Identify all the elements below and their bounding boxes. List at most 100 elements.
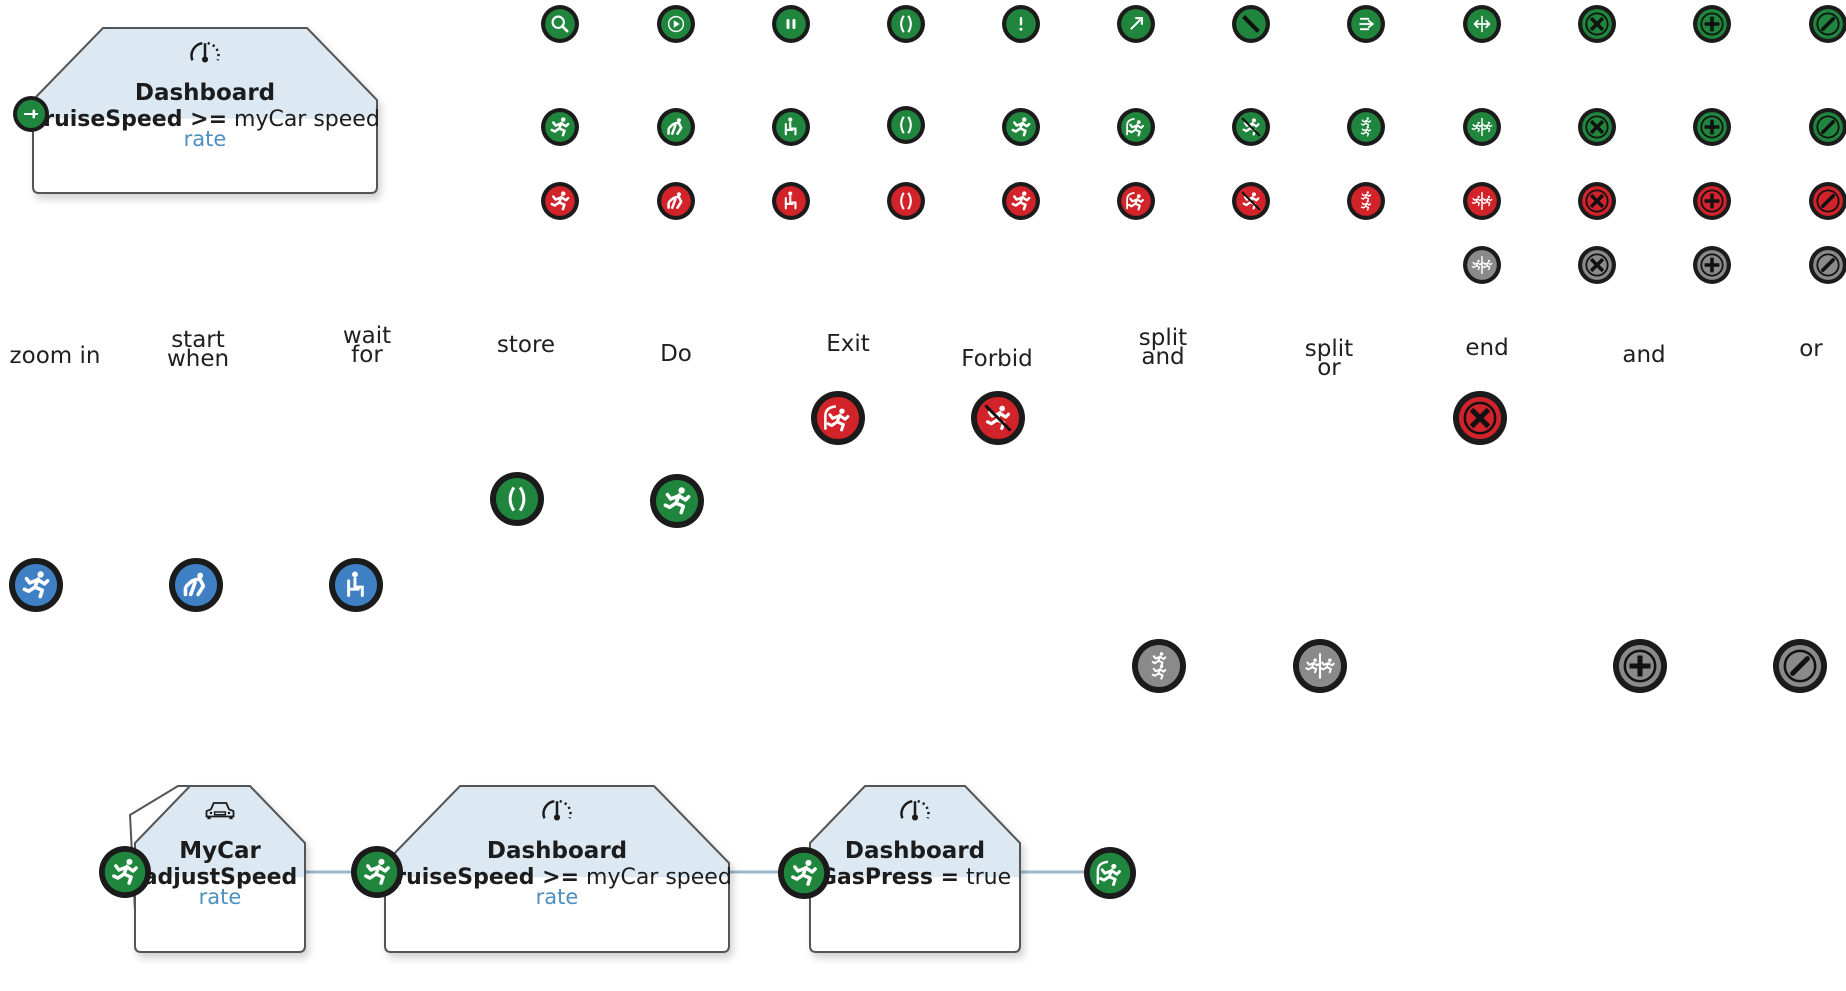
- alert-icon: [1019, 16, 1023, 31]
- grid-or-0-badge[interactable]: [1809, 5, 1846, 43]
- exit-runner-icon: [1126, 191, 1144, 211]
- grid-forbid-1-badge[interactable]: [1232, 108, 1270, 146]
- node-title: Dashboard: [135, 80, 275, 106]
- grid-start-when-2-badge[interactable]: [657, 182, 695, 220]
- grid-store-0-badge[interactable]: [887, 5, 925, 43]
- grid-end-0-badge[interactable]: [1578, 5, 1616, 43]
- plus-icon: [1700, 189, 1724, 213]
- grid-store-2-badge[interactable]: [887, 182, 925, 220]
- crouch-runner-icon: [183, 572, 206, 597]
- node-title: Dashboard: [487, 838, 627, 864]
- grid-forbid-0-badge[interactable]: [1232, 5, 1270, 43]
- large-forbid-badge[interactable]: [971, 391, 1025, 445]
- split-or-runners-icon: [1471, 118, 1493, 136]
- node-rate: rate: [184, 127, 227, 151]
- large-and-badge[interactable]: [1613, 639, 1667, 693]
- grid-wait-for-1-badge[interactable]: [772, 108, 810, 146]
- grid-exit-2-badge[interactable]: [1117, 182, 1155, 220]
- grid-or-2-badge[interactable]: [1809, 182, 1846, 220]
- grid-exit-0-badge[interactable]: [1117, 5, 1155, 43]
- double-arrow-icon: [1473, 15, 1491, 33]
- grid-or-3-badge[interactable]: [1809, 246, 1846, 284]
- grid-start-when-1-badge[interactable]: [657, 108, 695, 146]
- plus-icon: [1700, 115, 1724, 139]
- grid-end-3-badge[interactable]: [1578, 246, 1616, 284]
- grid-zoom-0-badge[interactable]: [541, 5, 579, 43]
- exit-runner-icon: [1126, 117, 1144, 137]
- cross-icon: [1585, 115, 1609, 139]
- grid-and-3-badge[interactable]: [1693, 246, 1731, 284]
- large-zoom-in-badge[interactable]: [9, 558, 63, 612]
- runner-icon: [112, 858, 138, 885]
- grid-forbid-2-badge[interactable]: [1232, 182, 1270, 220]
- grid-do-2-badge[interactable]: [1002, 182, 1040, 220]
- runner-icon: [663, 487, 691, 515]
- grid-split-or-3-badge[interactable]: [1463, 246, 1501, 284]
- grid-end-1-badge[interactable]: [1578, 108, 1616, 146]
- node-title: MyCar: [179, 838, 261, 864]
- large-end-badge[interactable]: [1453, 391, 1507, 445]
- grid-wait-for-0-badge[interactable]: [772, 5, 810, 43]
- grid-split-or-1-badge[interactable]: [1463, 108, 1501, 146]
- car-icon: [205, 802, 235, 820]
- grid-end-2-badge[interactable]: [1578, 182, 1616, 220]
- grid-and-1-badge[interactable]: [1693, 108, 1731, 146]
- forbid-icon: [1242, 15, 1260, 33]
- grid-do-0-badge[interactable]: [1002, 5, 1040, 43]
- large-split-and-badge[interactable]: [1132, 639, 1186, 693]
- plus-icon: [1700, 253, 1724, 277]
- large-do-badge[interactable]: [650, 474, 704, 528]
- grid-start-when-0-badge[interactable]: [657, 5, 695, 43]
- node-title: Dashboard: [845, 838, 985, 864]
- runner-icon: [364, 858, 390, 885]
- grid-and-2-badge[interactable]: [1693, 182, 1731, 220]
- flow-port-0-badge[interactable]: [99, 846, 151, 898]
- grid-exit-1-badge[interactable]: [1117, 108, 1155, 146]
- grid-split-and-2-badge[interactable]: [1347, 182, 1385, 220]
- parens-icon: [900, 15, 912, 33]
- large-split-or-badge[interactable]: [1293, 639, 1347, 693]
- flow-port-1-badge[interactable]: [351, 846, 403, 898]
- large-exit-badge[interactable]: [811, 391, 865, 445]
- grid-zoom-1-badge[interactable]: [541, 108, 579, 146]
- flow-port-3-badge[interactable]: [1084, 847, 1136, 899]
- node-expression: GasPress = true: [819, 865, 1011, 890]
- gauge-icon: [900, 799, 930, 821]
- grid-or-1-badge[interactable]: [1809, 108, 1846, 146]
- large-store-badge[interactable]: [490, 472, 544, 526]
- runner-icon: [1011, 191, 1031, 211]
- top-node-port-badge[interactable]: [13, 96, 49, 132]
- grid-split-and-1-badge[interactable]: [1347, 108, 1385, 146]
- slash-icon: [1816, 12, 1840, 36]
- grid-store-1-badge[interactable]: [887, 106, 925, 144]
- large-wait-for-badge[interactable]: [329, 558, 383, 612]
- node-expression: adjustSpeed: [143, 865, 298, 890]
- grid-wait-for-2-badge[interactable]: [772, 182, 810, 220]
- grid-split-and-0-badge[interactable]: [1347, 5, 1385, 43]
- exit-runner-icon: [824, 405, 850, 432]
- grid-split-or-2-badge[interactable]: [1463, 182, 1501, 220]
- run-icon: [550, 117, 570, 137]
- split-or-runners-icon: [1305, 653, 1335, 679]
- run-icon: [550, 191, 570, 211]
- grid-and-0-badge[interactable]: [1693, 5, 1731, 43]
- parens-icon: [508, 486, 526, 512]
- node-expression: cruiseSpeed >= myCar speed: [30, 107, 380, 132]
- split-or-runners-icon: [1471, 192, 1493, 210]
- grid-do-1-badge[interactable]: [1002, 108, 1040, 146]
- seated-icon: [784, 117, 797, 136]
- flow-port-2-badge[interactable]: [778, 847, 830, 899]
- grid-zoom-2-badge[interactable]: [541, 182, 579, 220]
- cross-icon: [1585, 189, 1609, 213]
- exit-arrow-icon: [1130, 17, 1143, 30]
- large-or-badge[interactable]: [1773, 639, 1827, 693]
- runner-icon: [1011, 117, 1031, 137]
- grid-split-or-0-badge[interactable]: [1463, 5, 1501, 43]
- large-start-when-badge[interactable]: [169, 558, 223, 612]
